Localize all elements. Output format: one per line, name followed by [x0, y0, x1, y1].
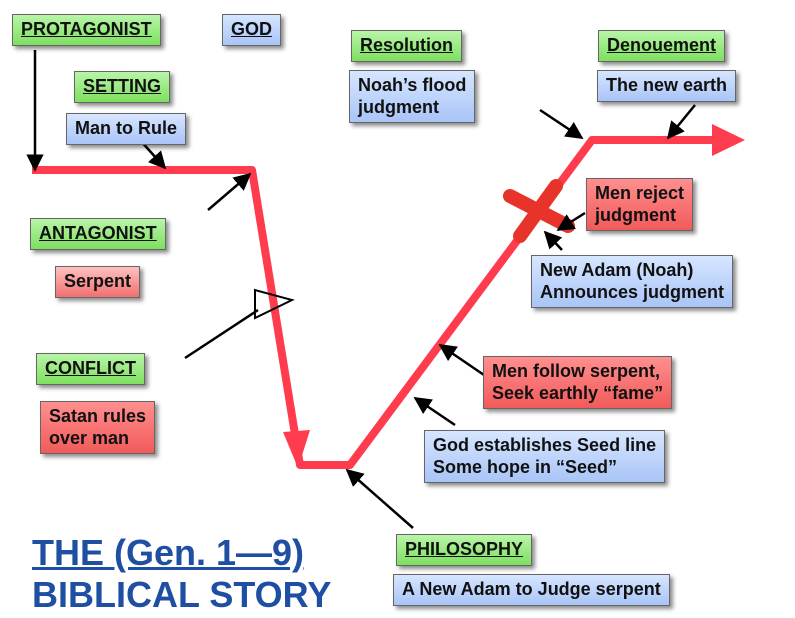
- men-reject-line-1: Men reject: [595, 183, 685, 203]
- god-label: GOD: [222, 14, 282, 46]
- resolution-arrow: [539, 108, 584, 140]
- resolution-label: Resolution: [351, 30, 462, 62]
- setting-label: SETTING: [74, 71, 171, 103]
- denouement-arrow: [666, 104, 696, 140]
- noahs-flood-line-1: Noah’s flood: [358, 75, 467, 95]
- new-adam-noah-box: New Adam (Noah) Announces judgment: [531, 255, 733, 309]
- conflict-label: CONFLICT: [36, 353, 145, 385]
- men-follow-arrow: [438, 343, 485, 377]
- god-establishes-line-2: Some hope in “Seed”: [433, 456, 618, 477]
- protagonist-label: PROTAGONIST: [12, 14, 161, 46]
- story-title-line-2: BIBLICAL STORY: [32, 574, 332, 615]
- noahs-flood-box: Noah’s flood judgment: [349, 70, 476, 124]
- noahs-flood-line-2: judgment: [358, 96, 439, 117]
- philosophy-arrow: [345, 468, 414, 529]
- men-reject-box: Men reject judgment: [586, 178, 694, 232]
- denouement-label: Denouement: [598, 30, 726, 62]
- new-adam-judge-box: A New Adam to Judge serpent: [393, 574, 670, 606]
- conflict-arrow: [184, 308, 259, 360]
- serpent-box: Serpent: [55, 266, 141, 298]
- story-title: THE (Gen. 1—9) BIBLICAL STORY: [32, 532, 331, 616]
- god-establishes-line-1: God establishes Seed line: [433, 435, 657, 455]
- god-establishes-box: God establishes Seed line Some hope in “…: [424, 430, 666, 484]
- man-to-rule-box: Man to Rule: [66, 113, 186, 145]
- satan-rules-line-2: over man: [49, 427, 130, 448]
- new-adam-noah-line-2: Announces judgment: [540, 281, 724, 302]
- men-reject-line-2: judgment: [595, 204, 676, 225]
- god-establishes-arrow: [413, 396, 456, 427]
- men-follow-line-2: Seek earthly “fame”: [492, 382, 664, 403]
- descent-arrowhead: [283, 430, 310, 468]
- satan-rules-line-1: Satan rules: [49, 406, 147, 426]
- men-follow-box: Men follow serpent, Seek earthly “fame”: [483, 356, 673, 410]
- conflict-triangle-marker: [254, 288, 295, 320]
- new-adam-noah-line-1: New Adam (Noah): [540, 260, 694, 280]
- plot-line-arrowhead: [712, 124, 745, 156]
- satan-rules-box: Satan rules over man: [40, 401, 156, 455]
- setting-arrow: [139, 139, 167, 170]
- men-follow-line-1: Men follow serpent,: [492, 361, 661, 381]
- plot-line: [32, 136, 712, 469]
- new-adam-noah-arrow: [543, 230, 563, 251]
- story-title-line-1: THE (Gen. 1—9): [32, 532, 305, 573]
- new-earth-box: The new earth: [597, 70, 737, 102]
- philosophy-label: PHILOSOPHY: [396, 534, 533, 566]
- antagonist-arrow: [207, 172, 252, 211]
- antagonist-label: ANTAGONIST: [30, 218, 166, 250]
- men-reject-arrow: [556, 211, 586, 232]
